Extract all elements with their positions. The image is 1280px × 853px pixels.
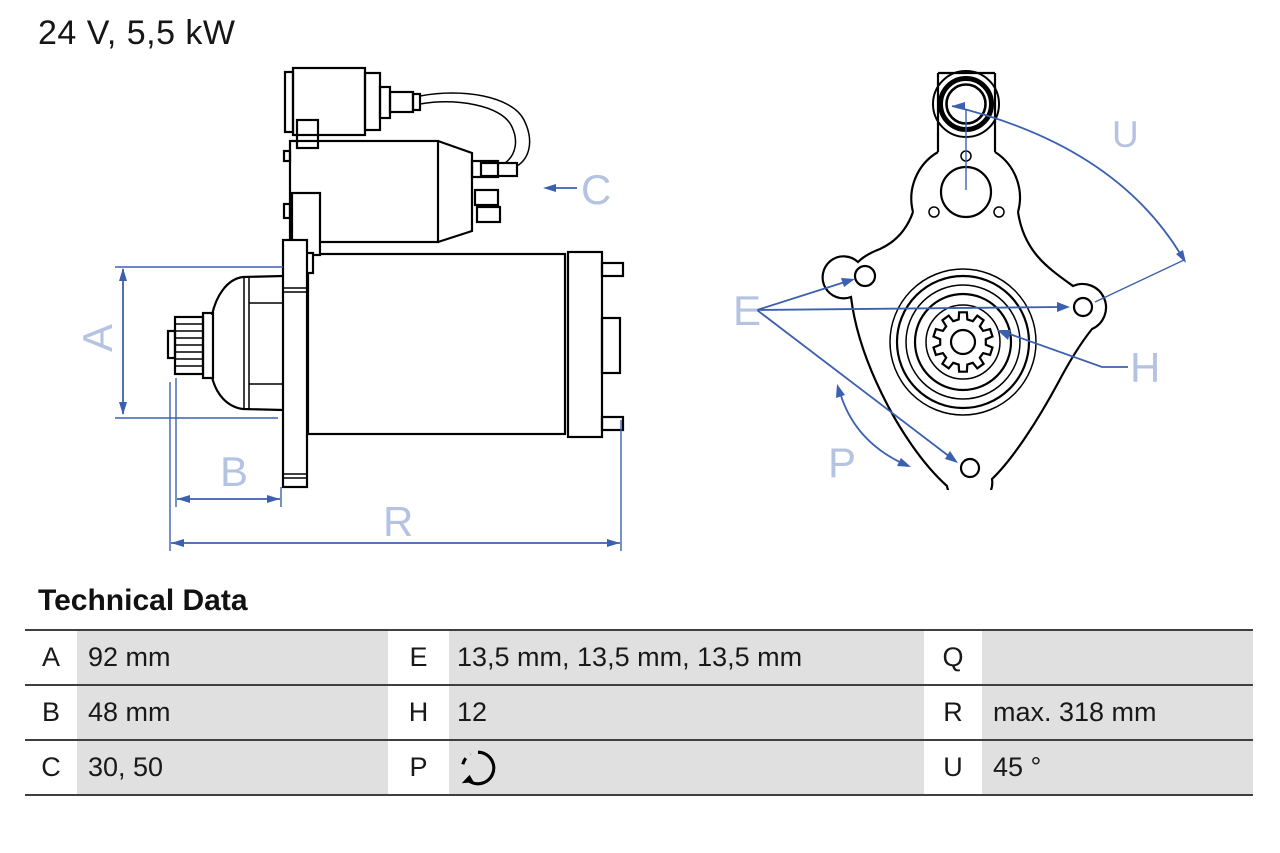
dim-label-b: B: [220, 448, 248, 495]
spec-value-r: max. 318 mm: [982, 686, 1253, 739]
drive-end: [166, 274, 284, 412]
dimension-B: B: [175, 378, 282, 507]
dim-label-r: R: [383, 498, 413, 545]
dimension-R: R: [169, 382, 622, 551]
dimension-U: U: [951, 102, 1186, 303]
dimension-E: E: [733, 278, 1070, 463]
spec-key-r: R: [924, 686, 982, 739]
spec-key-h: H: [388, 686, 449, 739]
eyelet: [932, 70, 1000, 152]
solenoid-wire: [419, 92, 531, 178]
spec-value-c: 30, 50: [77, 741, 388, 794]
spec-value-h: 12: [449, 686, 924, 739]
side-view-drawing: A B R C: [80, 66, 625, 551]
spec-key-a: A: [25, 631, 77, 684]
technical-data-table: A 92 mm E 13,5 mm, 13,5 mm, 13,5 mm Q B …: [25, 629, 1253, 796]
table-row: C 30, 50 P U 45 °: [25, 741, 1253, 796]
spec-value-e: 13,5 mm, 13,5 mm, 13,5 mm: [449, 631, 924, 684]
spec-value-a: 92 mm: [77, 631, 388, 684]
dim-label-u: U: [1112, 114, 1139, 155]
spec-value-q: [982, 631, 1253, 684]
motor-body: [306, 250, 625, 439]
bolt-holes: [853, 264, 1094, 479]
table-row: B 48 mm H 12 R max. 318 mm: [25, 686, 1253, 741]
dimension-H: H: [997, 330, 1160, 391]
dim-label-e: E: [733, 287, 761, 334]
table-heading: Technical Data: [38, 584, 248, 617]
pinion-bore: [949, 328, 977, 356]
product-spec-title: 24 V, 5,5 kW: [38, 14, 236, 52]
rotation-direction-icon: [461, 750, 496, 785]
dimension-A: A: [80, 266, 283, 419]
solenoid-cap: [283, 66, 422, 150]
dim-label-a: A: [80, 324, 121, 352]
solenoid-body: [282, 139, 502, 244]
spec-key-b: B: [25, 686, 77, 739]
spec-key-c: C: [25, 741, 77, 794]
spec-value-p: [449, 741, 924, 794]
dimension-C: C: [543, 166, 611, 213]
dim-label-c: C: [581, 166, 611, 213]
spec-key-p: P: [388, 741, 449, 794]
dimension-P: P: [828, 384, 911, 486]
table-row: A 92 mm E 13,5 mm, 13,5 mm, 13,5 mm Q: [25, 631, 1253, 686]
spec-key-u: U: [924, 741, 982, 794]
spec-key-q: Q: [924, 631, 982, 684]
spec-value-u: 45 °: [982, 741, 1253, 794]
pinion-teeth: [175, 323, 203, 367]
pinion-gear: [932, 311, 994, 373]
bearing-rings: [889, 268, 1037, 416]
spec-value-b: 48 mm: [77, 686, 388, 739]
flange-outline: [821, 211, 1108, 490]
dim-label-h: H: [1130, 344, 1160, 391]
mounting-flange: [281, 191, 322, 489]
front-view-drawing: U E H P: [733, 70, 1186, 490]
dim-label-p: P: [828, 439, 856, 486]
spec-key-e: E: [388, 631, 449, 684]
